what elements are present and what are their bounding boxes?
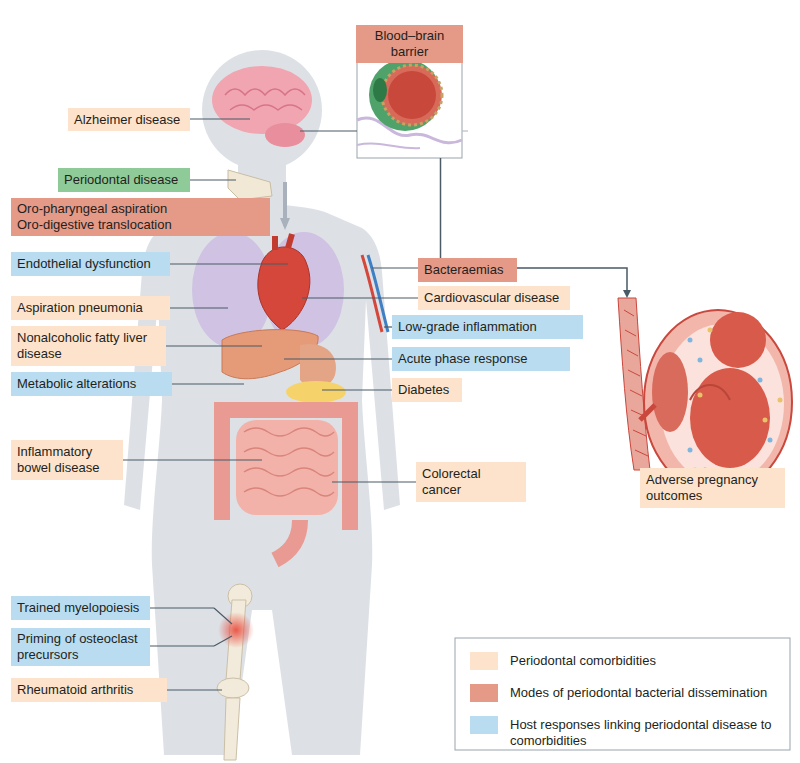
leader-line — [300, 130, 357, 131]
label-text: Metabolic alterations — [17, 376, 166, 392]
leader-line — [462, 130, 468, 131]
label-box: Priming of osteoclast precursors — [11, 628, 150, 666]
label-box: Oro-pharyngeal aspirationOro-digestive t… — [11, 198, 270, 236]
heart — [258, 247, 310, 330]
heading-text: Blood–brain barrier — [356, 25, 463, 63]
heart-vessels — [275, 234, 292, 250]
label-text: Bacteraemias — [424, 262, 511, 278]
legend-text: Periodontal comorbidities — [510, 653, 782, 669]
vein — [368, 255, 388, 332]
label-text: Cardiovascular disease — [424, 290, 564, 306]
label-text: Priming of osteoclast precursors — [17, 631, 144, 663]
label-text: Endothelial dysfunction — [17, 256, 164, 272]
label-text: Adverse pregnancy outcomes — [646, 472, 779, 504]
label-text: Rheumatoid arthritis — [17, 682, 161, 698]
label-box: Periodontal disease — [58, 168, 190, 192]
label-text: Acute phase response — [398, 351, 564, 367]
label-text: Alzheimer disease — [74, 112, 184, 128]
bbb-label-box: Blood–brain barrier — [356, 25, 463, 158]
label-box: Colorectal cancer — [416, 462, 526, 502]
label-box: Rheumatoid arthritis — [11, 678, 167, 702]
leg-bone — [217, 584, 252, 760]
label-text: Colorectal cancer — [422, 466, 520, 498]
label-box: Low-grade inflammation — [392, 315, 583, 339]
legend-swatch — [470, 684, 498, 702]
label-text: Diabetes — [398, 382, 456, 398]
label-box: Bacteraemias — [418, 258, 517, 282]
legend-text: Host responses linking periodontal disea… — [510, 717, 782, 749]
label-box: Aspiration pneumonia — [11, 296, 170, 320]
label-text: Low-grade inflammation — [398, 319, 577, 335]
label-text: Oro-pharyngeal aspiration — [17, 201, 264, 217]
label-box: Inflammatory bowel disease — [11, 440, 123, 480]
label-text: Nonalcoholic fatty liver disease — [17, 330, 160, 362]
legend-text: Modes of periodontal bacterial dissemina… — [510, 685, 782, 701]
connector — [440, 158, 442, 258]
label-box: Acute phase response — [392, 347, 570, 371]
label-box: Metabolic alterations — [11, 372, 172, 396]
label-box: Endothelial dysfunction — [11, 252, 170, 276]
brain — [212, 66, 312, 147]
jaw — [228, 170, 272, 200]
dissemination-arrow — [283, 182, 287, 226]
label-box: Alzheimer disease — [68, 108, 190, 131]
pregnancy-illustration — [618, 298, 792, 494]
label-box: Diabetes — [392, 378, 462, 402]
label-box: Trained myelopoiesis — [11, 596, 150, 620]
legend-swatch — [470, 652, 498, 670]
legend-swatch — [470, 716, 498, 734]
label-text: Inflammatory bowel disease — [17, 444, 117, 476]
label-text: Oro-digestive translocation — [17, 217, 264, 233]
legend-frame — [455, 638, 790, 750]
pancreas — [286, 381, 346, 403]
intestines — [222, 410, 350, 560]
label-box: Cardiovascular disease — [418, 286, 570, 310]
label-text: Trained myelopoiesis — [17, 600, 144, 616]
bone-marrow-glow — [218, 612, 254, 648]
bbb-inset — [357, 53, 462, 158]
label-text: Periodontal disease — [64, 172, 184, 188]
label-box: Adverse pregnancy outcomes — [640, 468, 785, 508]
label-text: Aspiration pneumonia — [17, 300, 164, 316]
label-box: Nonalcoholic fatty liver disease — [11, 326, 166, 366]
